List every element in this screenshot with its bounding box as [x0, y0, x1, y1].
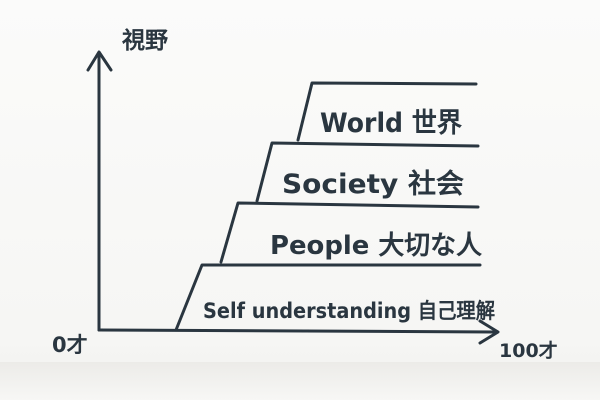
step-4-outline [296, 81, 478, 142]
step-3-label: Society 社会 [282, 168, 464, 200]
y-axis-label: 視野 [121, 28, 168, 54]
x-axis-arrowhead [478, 319, 500, 345]
step-2-label: People 大切な人 [270, 231, 482, 261]
step-3-outline [255, 141, 480, 203]
paper-bottom-edge [0, 362, 600, 400]
x-axis-start-label: 0才 [52, 333, 88, 357]
y-axis-arrowhead [86, 50, 113, 72]
step-1-outline [174, 263, 482, 332]
step-4-label: World 世界 [320, 108, 462, 139]
x-axis-end-label: 100才 [499, 339, 558, 362]
step-2-outline [219, 201, 480, 264]
staircase [174, 81, 482, 332]
step-1-label: Self understanding 自己理解 [203, 299, 495, 323]
x-axis-line [97, 328, 496, 334]
